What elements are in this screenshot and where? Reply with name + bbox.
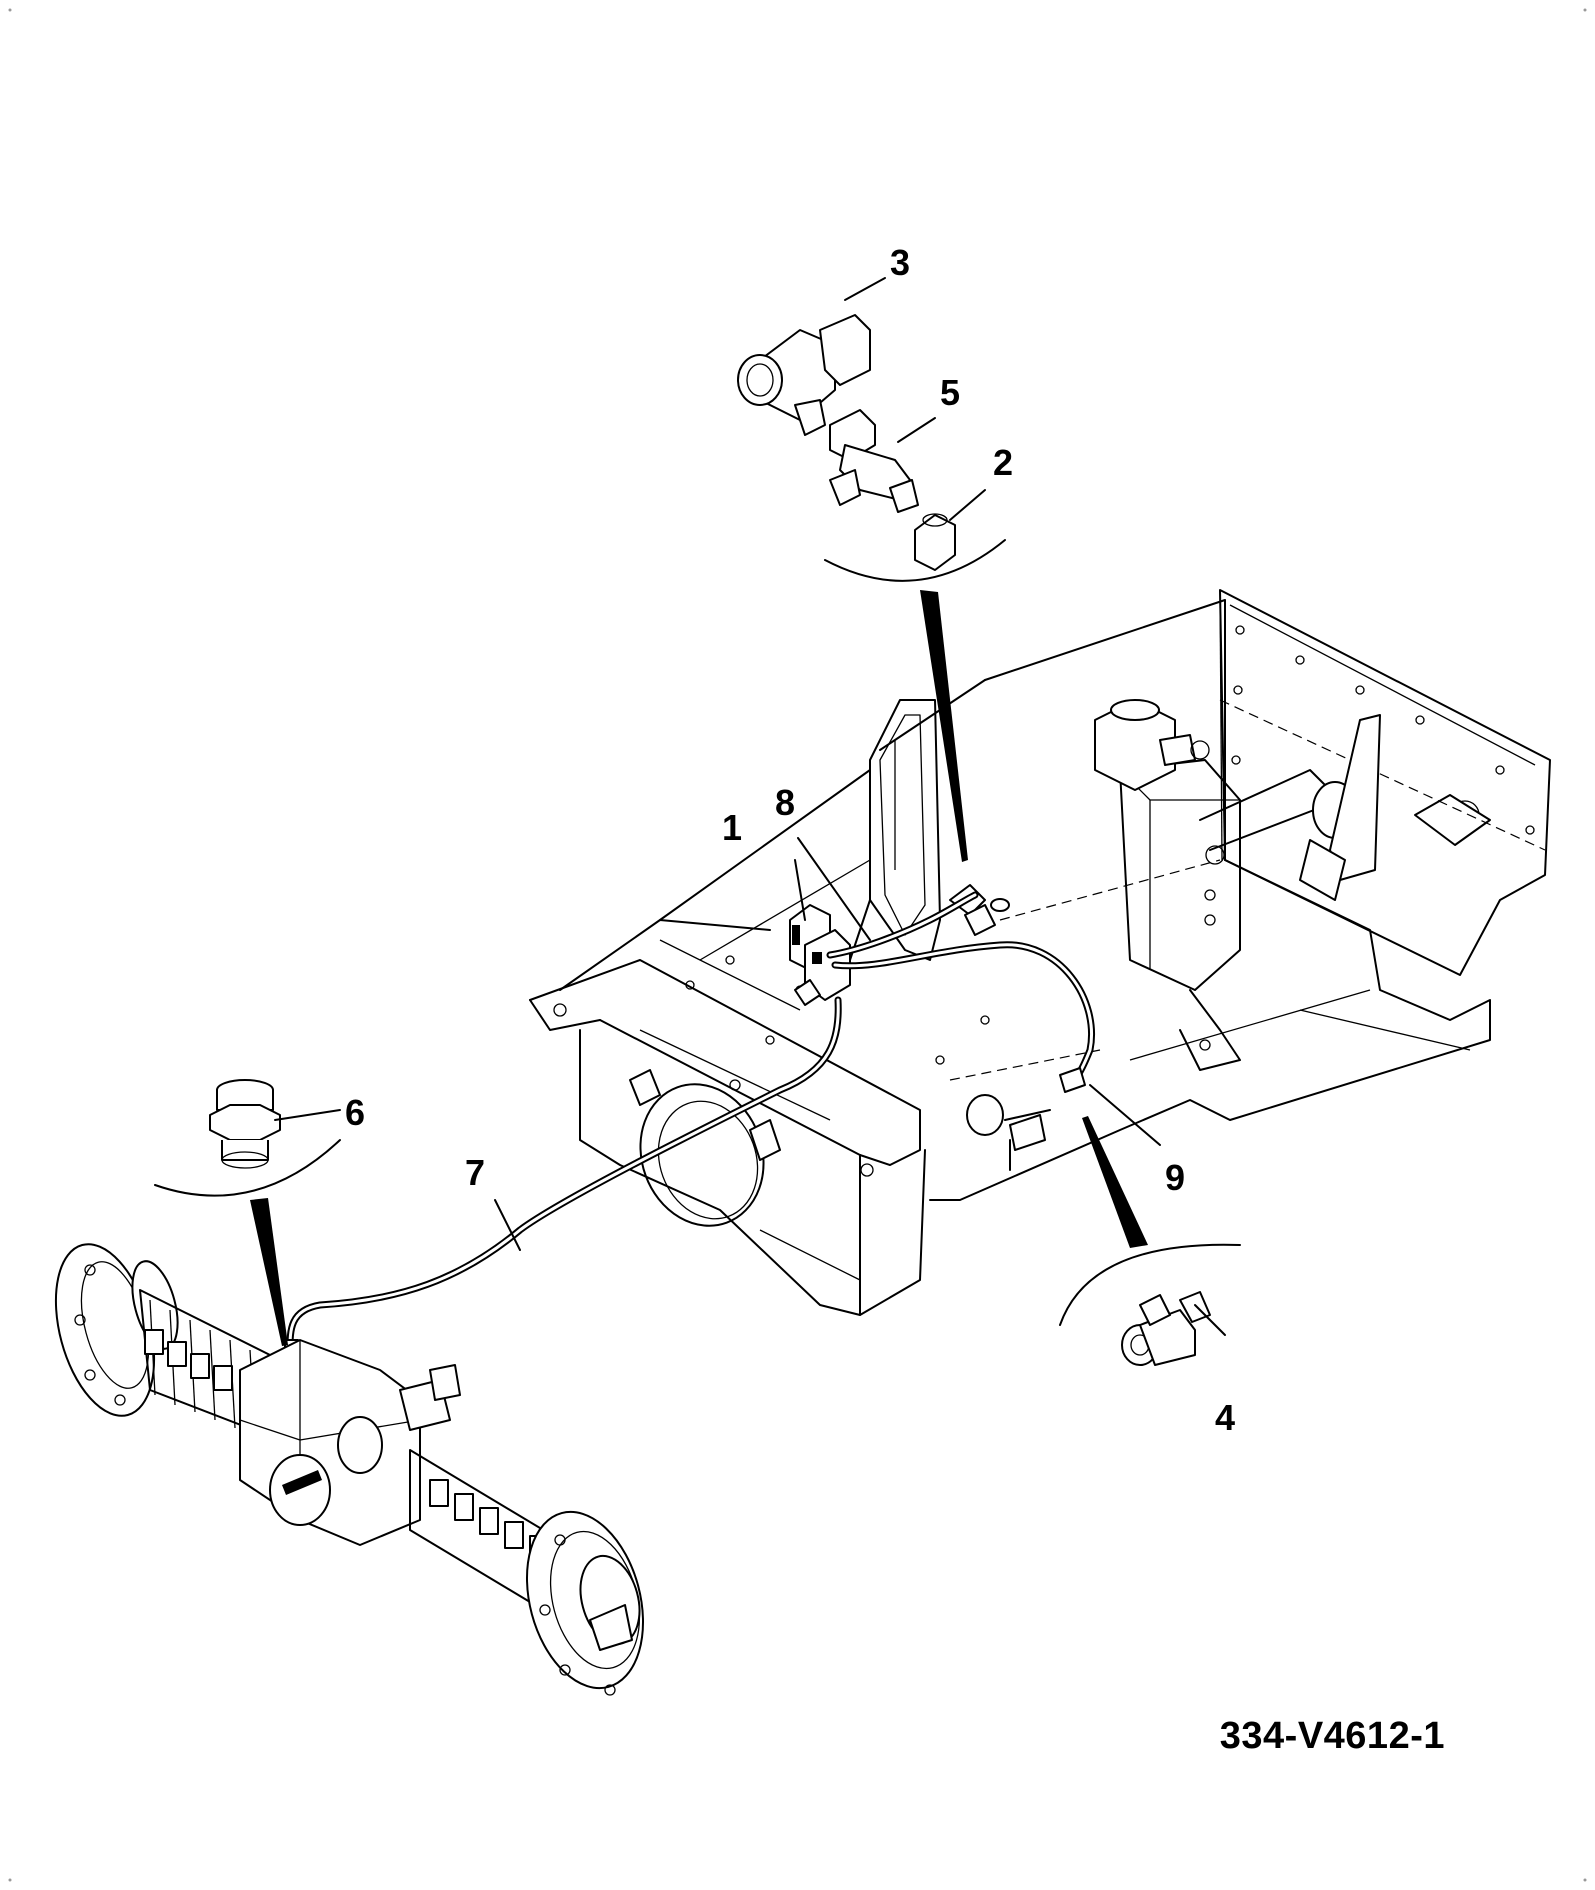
callout-2: 2 xyxy=(993,442,1013,483)
detail-view-right xyxy=(1059,1116,1241,1366)
callout-5: 5 xyxy=(940,372,960,413)
part-6-adapter xyxy=(209,1079,281,1169)
front-axle xyxy=(54,1243,645,1696)
callout-9: 9 xyxy=(1165,1157,1185,1198)
callout-7: 7 xyxy=(465,1152,485,1193)
detail-view-left xyxy=(154,1079,341,1346)
part-3-tee-fitting xyxy=(737,314,871,436)
chassis-frame xyxy=(529,589,1551,1316)
leader-lines xyxy=(274,277,1226,1336)
callout-3: 3 xyxy=(890,242,910,283)
part-4-tee-connector xyxy=(1121,1291,1211,1366)
callout-1: 1 xyxy=(722,807,742,848)
hose-lines xyxy=(284,891,1095,1361)
callout-6: 6 xyxy=(345,1092,365,1133)
part-2-plug xyxy=(914,513,956,571)
accumulator xyxy=(966,1094,1051,1171)
detail-view-top xyxy=(737,314,1006,862)
callout-8: 8 xyxy=(775,782,795,823)
corner-marks xyxy=(8,8,1587,1882)
callout-labels: 1 2 3 4 5 6 7 8 9 xyxy=(345,242,1235,1438)
valve-assembly-part-1 xyxy=(789,904,851,1006)
part-5-tee xyxy=(829,409,919,513)
bracket-fittings xyxy=(949,884,1010,936)
drawing-reference-number: 334-V4612-1 xyxy=(1219,1715,1445,1757)
hydraulic-tank xyxy=(1094,699,1381,1071)
callout-4: 4 xyxy=(1215,1397,1235,1438)
